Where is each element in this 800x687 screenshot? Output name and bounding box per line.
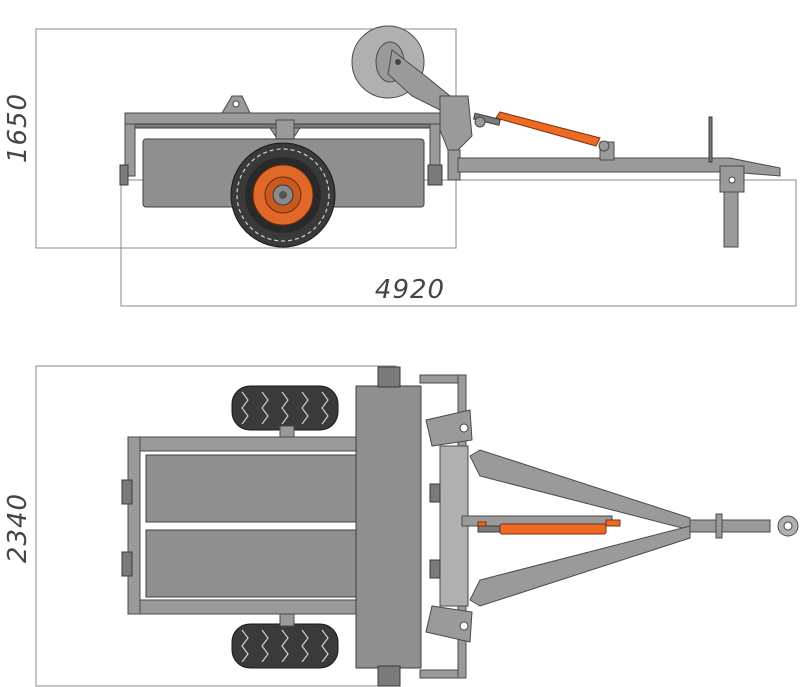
side-height-label: 1650 <box>3 93 33 163</box>
top-wheel-upper <box>231 385 339 439</box>
side-length-label: 4920 <box>375 275 445 305</box>
top-width-label: 2340 <box>3 493 33 563</box>
side-wheel <box>230 142 336 248</box>
drawbar <box>457 116 781 248</box>
top-width-frame <box>35 365 397 687</box>
marker-disc <box>351 25 451 111</box>
side-hydraulic-cylinder <box>473 111 610 152</box>
main-frame <box>124 95 456 177</box>
front-bracket <box>439 95 473 181</box>
top-side-rollers <box>145 454 361 598</box>
top-drawbar <box>461 449 799 607</box>
top-wheel-lower <box>231 613 339 669</box>
top-front-yoke <box>425 409 473 643</box>
top-view: 2340 <box>3 365 799 687</box>
side-view: 1650 4920 <box>3 25 797 307</box>
top-hydraulic-cylinder <box>477 519 621 535</box>
